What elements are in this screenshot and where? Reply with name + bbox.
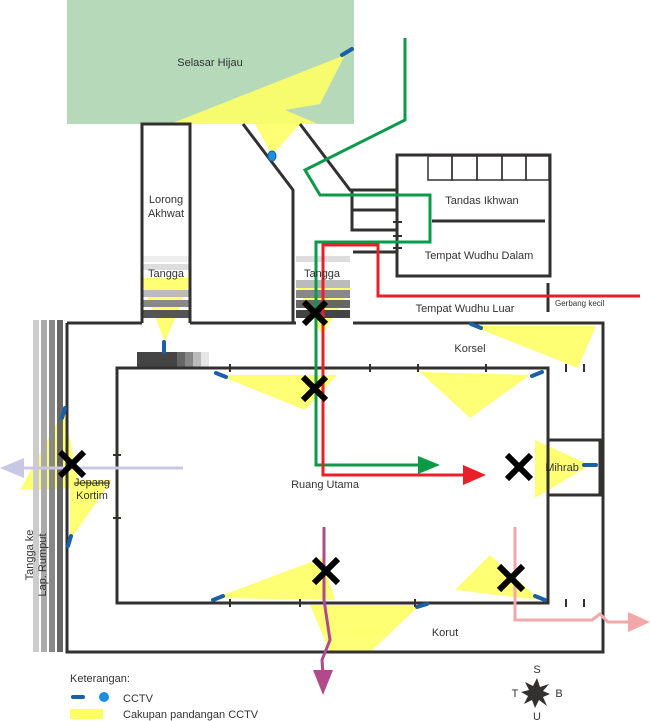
- blocked-x-icon: [57, 449, 87, 479]
- compass-icon: S T B U: [512, 664, 563, 721]
- compass-north: S: [533, 664, 540, 676]
- label-wudhu-luar: Tempat Wudhu Luar: [416, 303, 515, 315]
- label-korsel: Korsel: [454, 343, 485, 355]
- label-kortim: Kortim: [76, 490, 108, 502]
- arrow-icon: [0, 458, 24, 478]
- legend-cctv: CCTV: [123, 693, 154, 705]
- label-tandas: Tandas Ikhwan: [445, 195, 518, 207]
- label-ruang-utama: Ruang Utama: [291, 479, 360, 491]
- blocked-x-icon: [300, 374, 329, 403]
- routes: [0, 38, 650, 695]
- route-red: [321, 243, 640, 477]
- cctv-icon: [415, 602, 429, 609]
- label-lap-rumput: Lap. Rumput: [37, 534, 49, 597]
- cctv-icon: [469, 322, 483, 330]
- cctv-icon: [60, 406, 67, 420]
- blocked-x-icon: [311, 556, 341, 586]
- cctv-icon: [267, 150, 277, 162]
- blocked-x-icon: [496, 563, 526, 593]
- blocked-x-icon: [301, 299, 329, 327]
- legend-coverage-swatch: [70, 709, 103, 719]
- cctv-icon: [66, 534, 73, 548]
- tangga-lap-stripes: [33, 320, 63, 652]
- tandas-cubicles: [427, 155, 550, 181]
- cctv-icon: [533, 594, 547, 602]
- cctv-icon: [214, 371, 228, 379]
- label-tangga-left: Tangga: [148, 268, 185, 280]
- compass-west: T: [512, 688, 519, 700]
- label-jepang: Jepang: [74, 477, 110, 489]
- label-korut: Korut: [432, 627, 458, 639]
- legend-coverage: Cakupan pandangan CCTV: [123, 709, 259, 721]
- blocked-x-icon: [504, 452, 534, 482]
- blocked-x-icons: [57, 299, 534, 593]
- arrow-icon: [313, 670, 333, 695]
- arrow-icon: [628, 612, 650, 632]
- cctv-icon: [530, 370, 544, 378]
- label-lorong: Lorong: [149, 194, 183, 206]
- cctv-icons: [60, 47, 598, 699]
- arrow-icon: [463, 465, 486, 485]
- label-akhwat: Akhwat: [148, 208, 184, 220]
- legend-title: Keterangan:: [70, 673, 130, 685]
- route-pink: [513, 527, 630, 624]
- label-gerbang: Gerbang kecil: [555, 299, 605, 308]
- label-wudhu-dalam: Tempat Wudhu Dalam: [425, 250, 534, 262]
- cctv-icon: [99, 692, 109, 702]
- compass-south: U: [533, 711, 541, 721]
- walls: [65, 122, 605, 654]
- cctv-icon: [211, 594, 225, 602]
- label-tangga-ke: Tangga ke: [24, 530, 36, 581]
- door-ticks: [113, 194, 585, 607]
- label-selasar: Selasar Hijau: [177, 57, 242, 69]
- cctv-icon: [340, 47, 354, 57]
- label-tangga-mid: Tangga: [304, 268, 341, 280]
- label-mihrab: Mihrab: [545, 462, 579, 474]
- arrow-icon: [418, 456, 440, 474]
- compass-east: B: [555, 688, 562, 700]
- cctv-coverage: [20, 55, 596, 652]
